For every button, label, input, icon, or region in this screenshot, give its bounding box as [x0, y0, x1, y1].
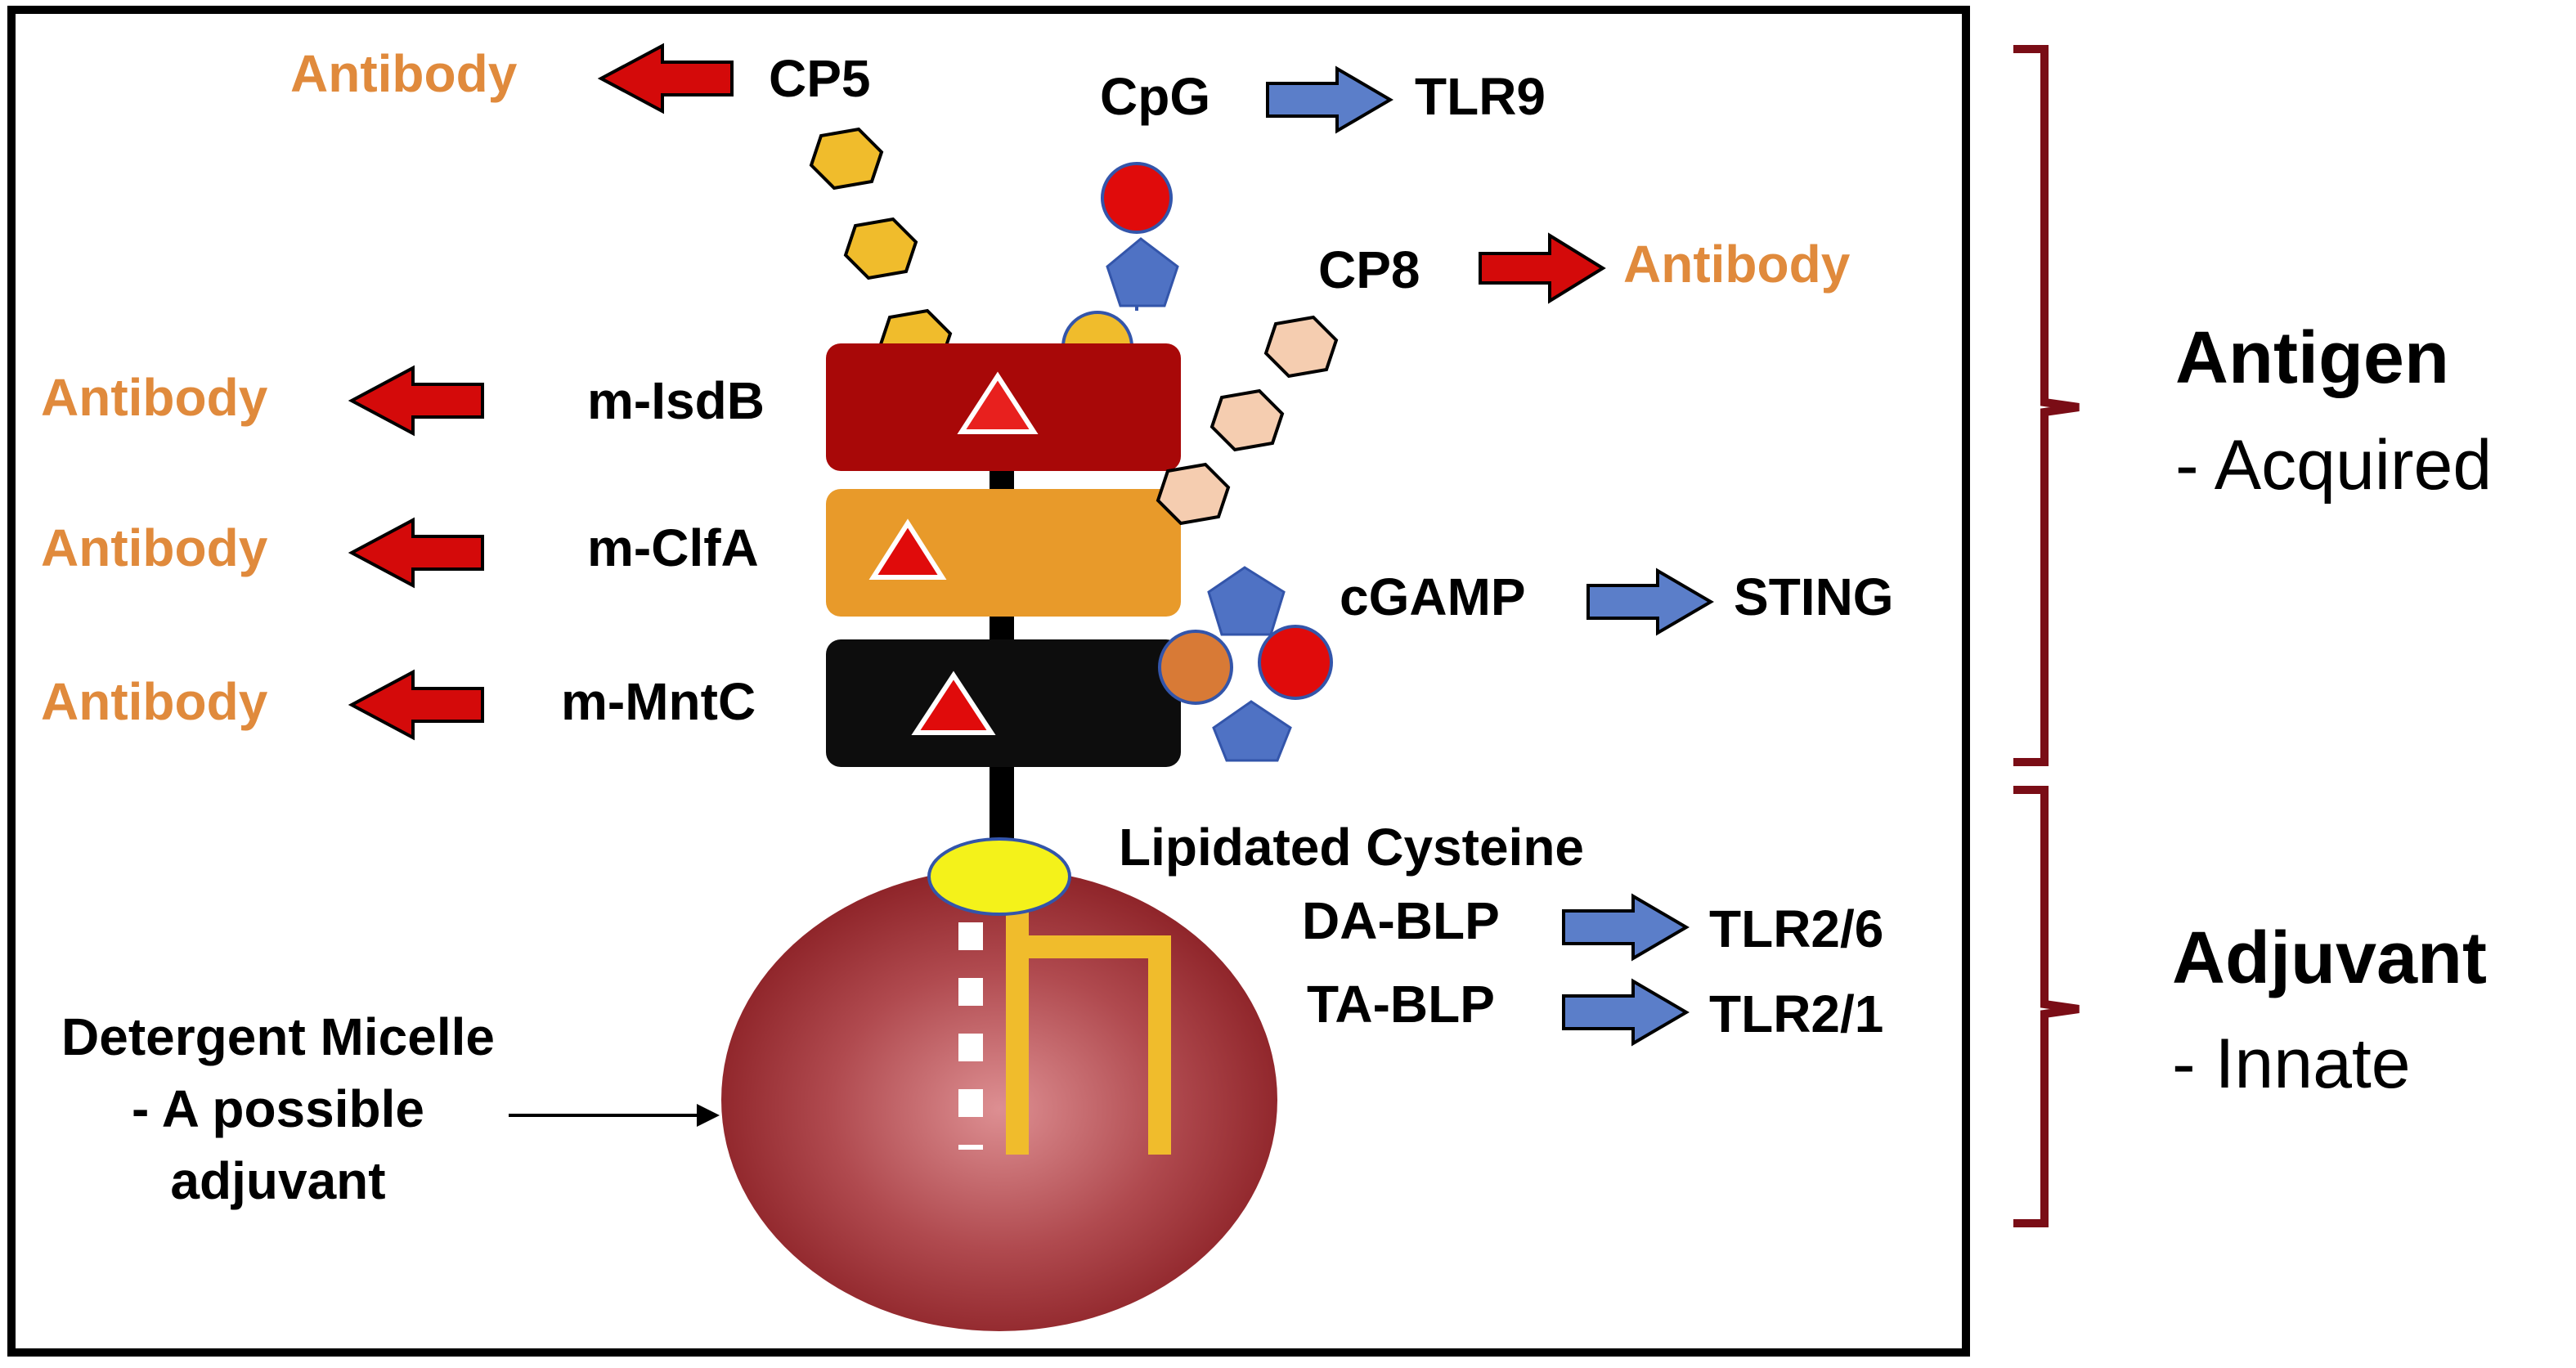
dash-segment: [958, 922, 983, 950]
cpg-blue-arrow: [1266, 65, 1393, 134]
cp5-hexagon: [843, 217, 918, 280]
cgamp-pentagon: [1212, 700, 1292, 762]
lipid-tail-yellow: [1006, 909, 1171, 1155]
lipidated-cysteine-title: Lipidated Cysteine: [1119, 818, 1584, 877]
micelle-pointer-head: [697, 1104, 720, 1127]
cgamp-pentagon: [1207, 566, 1286, 636]
cpg-tlr9-label: TLR9: [1415, 67, 1546, 126]
micelle-caption: Detergent Micelle - A possible adjuvant: [61, 1007, 495, 1210]
isdb-label: m-IsdB: [587, 371, 765, 430]
cp5-antibody-text: Antibody: [290, 44, 518, 103]
antigen-subtitle: - Acquired: [2175, 426, 2492, 505]
da-blp-blue-arrow: [1562, 893, 1690, 962]
lipid-tail-dashed: [958, 922, 983, 1150]
cp8-polysaccharide-chain: [1156, 315, 1339, 526]
dash-segment: [958, 1089, 983, 1117]
clfa-red-arrow: [348, 517, 484, 589]
cp5-hexagon: [809, 127, 884, 191]
da-blp-label: DA-BLP: [1302, 891, 1500, 950]
mntc-label: m-MntC: [561, 672, 756, 731]
cgamp-orange-circle: [1158, 630, 1233, 705]
mntc-antibody-text: Antibody: [41, 672, 268, 731]
clfa-triangle: [868, 518, 947, 580]
dash-segment: [958, 1034, 983, 1061]
cp8-hexagon: [1263, 315, 1339, 379]
detergent-micelle: [721, 868, 1277, 1331]
ta-blp-blue-arrow: [1562, 978, 1690, 1047]
cp8-hexagon: [1156, 462, 1231, 526]
micelle-caption-line1: Detergent Micelle: [61, 1007, 495, 1066]
micelle-caption-line2: - A possible: [132, 1079, 424, 1138]
mntc-triangle: [911, 671, 996, 735]
adjuvant-bracket: [2013, 786, 2080, 1227]
antigen-title: Antigen: [2175, 317, 2449, 399]
mntc-red-arrow: [348, 669, 484, 741]
cgamp-label: cGAMP: [1340, 567, 1526, 626]
antigen-bracket: [2013, 45, 2080, 766]
micelle-caption-line3: adjuvant: [170, 1151, 385, 1210]
clfa-block: [826, 489, 1181, 617]
isdb-red-arrow: [348, 365, 484, 437]
cgamp-blue-arrow: [1586, 567, 1714, 636]
adjuvant-title: Adjuvant: [2172, 917, 2487, 999]
lipidated-cysteine-ellipse: [927, 837, 1071, 916]
isdb-triangle: [957, 371, 1039, 434]
tlr2-1-label: TLR2/1: [1709, 985, 1883, 1043]
cpg-red-circle: [1101, 162, 1173, 234]
cpg-pentagon: [1106, 237, 1179, 307]
cp8-red-arrow: [1479, 232, 1606, 304]
cgamp-sting-label: STING: [1734, 567, 1894, 626]
cgamp-red-circle: [1258, 625, 1333, 700]
mntc-block: [826, 639, 1181, 767]
clfa-label: m-ClfA: [587, 518, 759, 577]
tlr2-6-label: TLR2/6: [1709, 899, 1883, 958]
isdb-antibody-text: Antibody: [41, 368, 268, 427]
clfa-antibody-text: Antibody: [41, 518, 268, 577]
cp5-label: CP5: [769, 49, 871, 108]
cp8-hexagon: [1209, 388, 1285, 452]
cp5-red-arrow: [597, 43, 734, 114]
dash-segment: [958, 978, 983, 1006]
adjuvant-subtitle: - Innate: [2172, 1025, 2411, 1103]
cp8-antibody-text: Antibody: [1623, 235, 1851, 294]
cp8-label: CP8: [1318, 240, 1420, 299]
ta-blp-label: TA-BLP: [1307, 975, 1495, 1034]
dash-segment: [958, 1145, 983, 1150]
cpg-label: CpG: [1100, 67, 1210, 126]
